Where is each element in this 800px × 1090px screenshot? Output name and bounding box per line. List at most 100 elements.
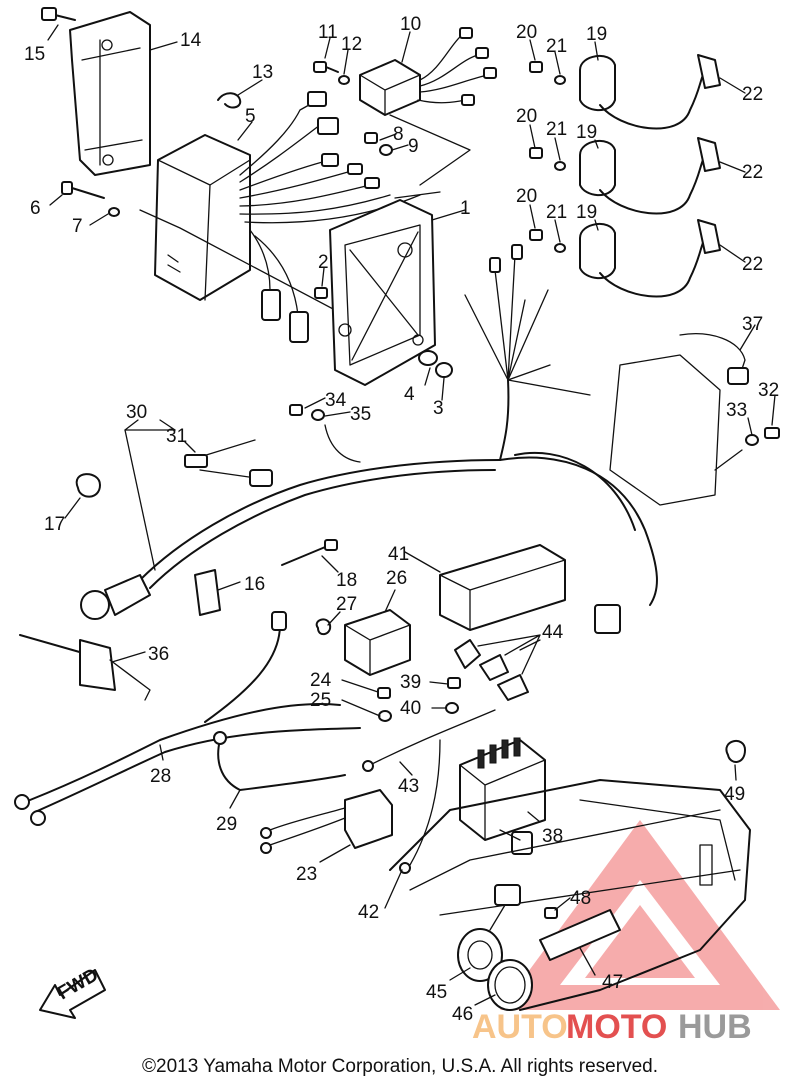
callout-19a: 19 bbox=[586, 24, 607, 45]
part-46-grommet bbox=[487, 959, 533, 1011]
bolt-24 bbox=[377, 687, 392, 722]
part-17-clip bbox=[75, 473, 101, 498]
callout-39: 39 bbox=[400, 672, 421, 693]
part-5-cdi-unit bbox=[154, 134, 251, 301]
callout-24: 24 bbox=[310, 670, 332, 691]
part-41-cover bbox=[439, 544, 566, 631]
ignition-coil-2 bbox=[529, 137, 721, 215]
callout-28: 28 bbox=[150, 766, 171, 787]
callout-13: 13 bbox=[252, 62, 273, 83]
callout-18: 18 bbox=[336, 570, 357, 591]
callout-23: 23 bbox=[296, 864, 317, 885]
callout-labels: 15 14 13 5 6 7 11 12 10 8 9 1 2 4 3 20 2… bbox=[24, 14, 779, 1025]
callout-20c: 20 bbox=[516, 186, 537, 207]
callout-36: 36 bbox=[148, 644, 169, 665]
part-1-bracket bbox=[329, 199, 436, 386]
callout-6: 6 bbox=[30, 198, 41, 219]
watermark-auto: AUTO bbox=[472, 1008, 568, 1046]
callout-5: 5 bbox=[245, 106, 256, 127]
callout-30: 30 bbox=[126, 402, 147, 423]
part-29-lead bbox=[213, 731, 346, 791]
part-36-bracket bbox=[19, 634, 151, 701]
callout-29: 29 bbox=[216, 814, 237, 835]
callout-9: 9 bbox=[408, 136, 419, 157]
callout-17: 17 bbox=[44, 514, 65, 535]
watermark-text: AUTO MOTO HUB bbox=[472, 1008, 752, 1046]
callout-4: 4 bbox=[404, 384, 415, 405]
part-49-clip bbox=[725, 740, 746, 763]
callout-46: 46 bbox=[452, 1004, 473, 1025]
callout-12: 12 bbox=[341, 34, 362, 55]
bolt-6 bbox=[61, 181, 120, 217]
callout-26: 26 bbox=[386, 568, 407, 589]
callout-15: 15 bbox=[24, 44, 45, 65]
bolt-2 bbox=[314, 287, 328, 299]
callout-20a: 20 bbox=[516, 22, 537, 43]
part-26-cover bbox=[344, 609, 411, 676]
main-wire-harness bbox=[139, 244, 658, 634]
callout-7: 7 bbox=[72, 216, 83, 237]
part-13-clip bbox=[217, 92, 242, 109]
part-14-cover bbox=[41, 7, 151, 176]
callout-20b: 20 bbox=[516, 106, 537, 127]
callout-45: 45 bbox=[426, 982, 447, 1003]
ignition-coil-3 bbox=[529, 219, 721, 298]
callout-33: 33 bbox=[726, 400, 747, 421]
callout-27: 27 bbox=[336, 594, 357, 615]
part-37-sensor bbox=[609, 333, 780, 506]
callout-16: 16 bbox=[244, 574, 265, 595]
callout-25: 25 bbox=[310, 690, 331, 711]
leader-lines bbox=[47, 24, 776, 1006]
copyright-notice: ©2013 Yamaha Motor Corporation, U.S.A. A… bbox=[142, 1056, 658, 1077]
part-30-sub-harness bbox=[80, 404, 361, 620]
callout-31: 31 bbox=[166, 426, 187, 447]
callout-22a: 22 bbox=[742, 84, 763, 105]
callout-34: 34 bbox=[325, 390, 347, 411]
part-38-fuse-box bbox=[459, 737, 546, 855]
callout-44: 44 bbox=[542, 622, 564, 643]
callout-41: 41 bbox=[388, 544, 409, 565]
callout-14: 14 bbox=[180, 30, 202, 51]
part-16-holder bbox=[194, 569, 221, 616]
callout-38: 38 bbox=[542, 826, 563, 847]
callout-40: 40 bbox=[400, 698, 421, 719]
callout-37: 37 bbox=[742, 314, 763, 335]
grommet-4 bbox=[418, 350, 453, 378]
callout-19c: 19 bbox=[576, 202, 597, 223]
callout-21b: 21 bbox=[546, 119, 567, 140]
callout-49: 49 bbox=[724, 784, 745, 805]
callout-10: 10 bbox=[400, 14, 421, 35]
watermark-hub: HUB bbox=[678, 1008, 752, 1046]
part-23-starter-relay bbox=[260, 789, 393, 854]
part-18-cable-tie bbox=[281, 539, 338, 566]
fwd-arrow: FWD bbox=[39, 965, 106, 1019]
bolt-11 bbox=[313, 61, 350, 85]
callout-43: 43 bbox=[398, 776, 419, 797]
callout-21c: 21 bbox=[546, 202, 567, 223]
callout-3: 3 bbox=[433, 398, 444, 419]
callout-22c: 22 bbox=[742, 254, 763, 275]
callout-21a: 21 bbox=[546, 36, 567, 57]
bolt-39 bbox=[445, 677, 461, 714]
watermark-moto: MOTO bbox=[566, 1008, 667, 1046]
bottom-cowling bbox=[389, 779, 751, 1011]
callout-47: 47 bbox=[602, 972, 623, 993]
part-44-caps bbox=[454, 634, 541, 701]
callout-35: 35 bbox=[350, 404, 371, 425]
bolt-8 bbox=[364, 132, 393, 156]
callout-48: 48 bbox=[570, 888, 591, 909]
callout-1: 1 bbox=[460, 198, 471, 219]
callout-11: 11 bbox=[318, 22, 338, 43]
callout-42: 42 bbox=[358, 902, 379, 923]
part-43-lead bbox=[362, 709, 496, 874]
part-10-rectifier bbox=[359, 27, 497, 186]
callout-19b: 19 bbox=[576, 122, 597, 143]
ignition-coil-1 bbox=[529, 54, 721, 130]
watermark-logo bbox=[500, 820, 780, 1010]
callout-8: 8 bbox=[393, 124, 404, 145]
callout-22b: 22 bbox=[742, 162, 763, 183]
part-47-plate bbox=[539, 907, 621, 961]
callout-2: 2 bbox=[318, 252, 329, 273]
part-27-clip bbox=[315, 618, 332, 636]
